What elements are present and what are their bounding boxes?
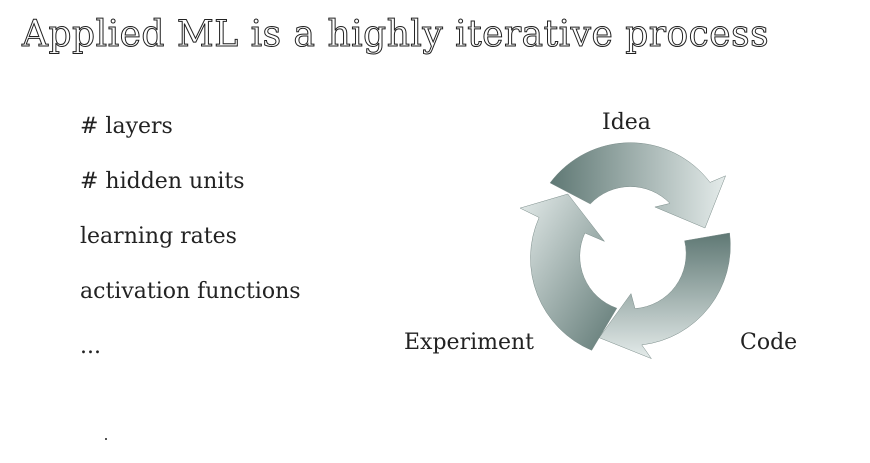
slide-title: Applied ML is a highly iterative process: [21, 14, 770, 56]
cycle-arrows-graphic: [519, 142, 731, 360]
cycle-label-idea: Idea: [602, 110, 651, 135]
cycle-label-code: Code: [740, 330, 798, 355]
hyperparameter-hidden-units: # hidden units: [80, 169, 245, 194]
hyperparameter-list: # layers # hidden units learning rates a…: [80, 112, 301, 387]
arrow-idea-to-code: [549, 142, 727, 229]
hyperparameter-learning-rates: learning rates: [80, 224, 237, 249]
cycle-label-experiment: Experiment: [404, 330, 535, 355]
stray-dot: [105, 438, 107, 440]
hyperparameter-ellipsis: ...: [80, 334, 101, 359]
hyperparameter-layers: # layers: [80, 114, 173, 139]
hyperparameter-activation-functions: activation functions: [80, 279, 301, 304]
arrow-code-to-experiment: [598, 232, 731, 360]
iteration-cycle-diagram: Idea Code Experiment: [380, 100, 840, 400]
arrow-experiment-to-idea: [519, 193, 618, 351]
